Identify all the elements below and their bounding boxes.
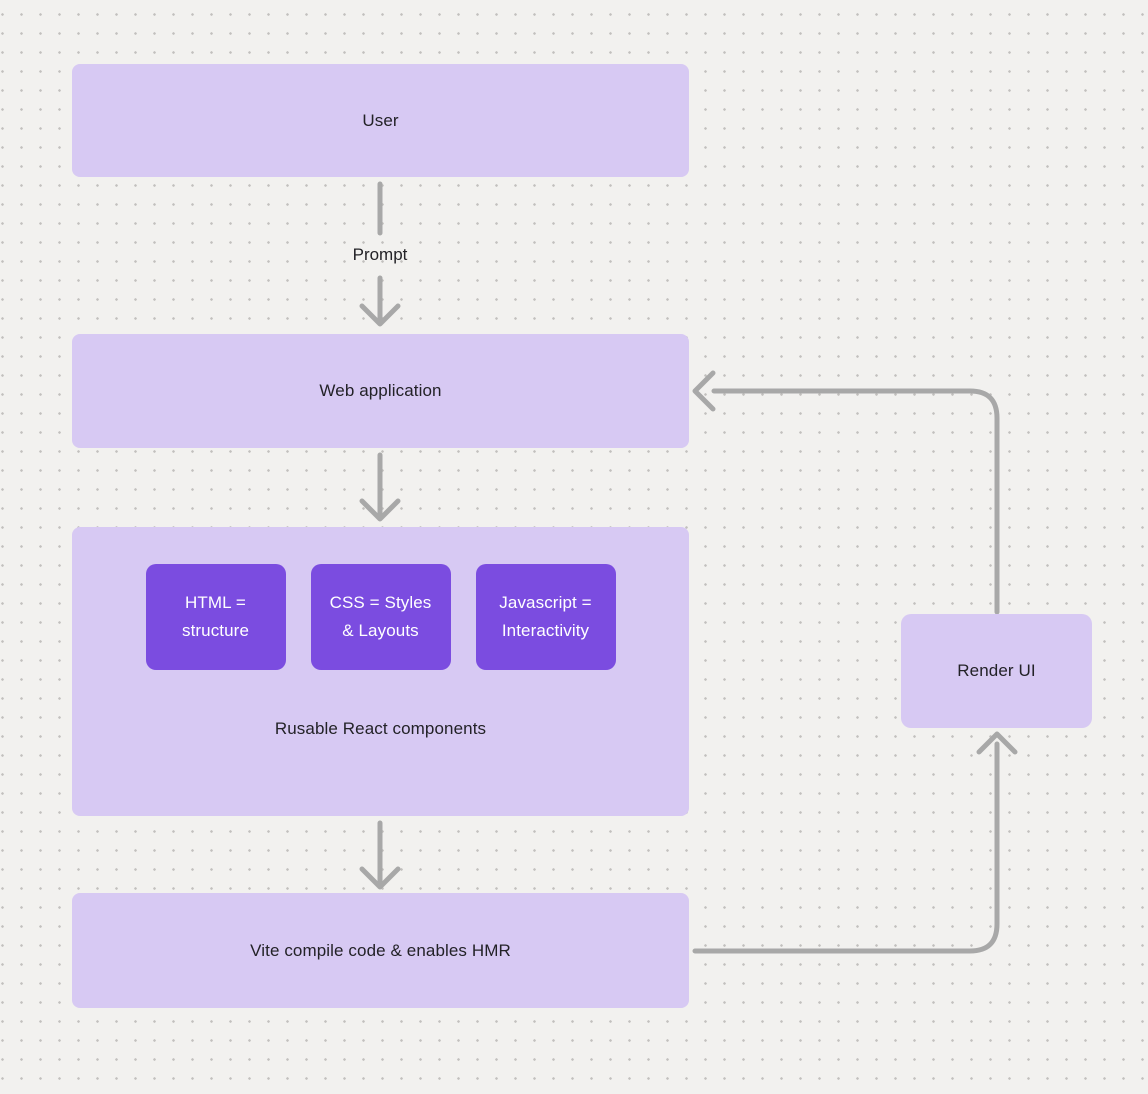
arrow-renderui-to-webapp <box>692 370 1000 615</box>
node-user: User <box>72 64 689 177</box>
arrow-left-head-icon <box>692 370 716 412</box>
node-render-ui-label: Render UI <box>957 661 1036 680</box>
component-javascript-line1: Javascript = <box>499 593 592 612</box>
arrow-components-to-vite <box>359 820 401 890</box>
edge-label-prompt: Prompt <box>352 245 408 264</box>
arrow-webapp-to-components <box>359 452 401 522</box>
node-web-application-label: Web application <box>319 381 442 400</box>
component-card-javascript: Javascript = Interactivity <box>475 564 616 670</box>
node-web-application: Web application <box>72 334 689 448</box>
arrow-down-head-icon <box>359 866 401 890</box>
component-card-css: CSS = Styles & Layouts <box>310 564 451 670</box>
arrow-vite-to-renderui <box>692 731 1018 954</box>
component-javascript-line2: Interactivity <box>501 621 590 640</box>
components-caption: Rusable React components <box>274 719 487 738</box>
component-card-html: HTML = structure <box>145 564 286 670</box>
node-vite: Vite compile code & enables HMR <box>72 893 689 1008</box>
component-css-line2: & Layouts <box>342 621 419 640</box>
arrow-down-head-icon <box>359 303 401 327</box>
node-components-container: HTML = structure CSS = Styles & Layouts … <box>72 527 689 816</box>
arrow-shaft <box>711 388 1000 615</box>
node-vite-label: Vite compile code & enables HMR <box>250 940 511 960</box>
component-row: HTML = structure CSS = Styles & Layouts … <box>145 564 616 670</box>
arrow-down-head-icon <box>359 498 401 522</box>
component-html-line2: structure <box>181 621 250 640</box>
component-css-line1: CSS = Styles <box>329 593 432 612</box>
arrow-up-head-icon <box>976 731 1018 755</box>
node-user-label: User <box>362 110 399 130</box>
component-html-line1: HTML = <box>185 593 246 612</box>
arrow-shaft <box>692 741 1000 954</box>
node-render-ui: Render UI <box>901 614 1092 728</box>
